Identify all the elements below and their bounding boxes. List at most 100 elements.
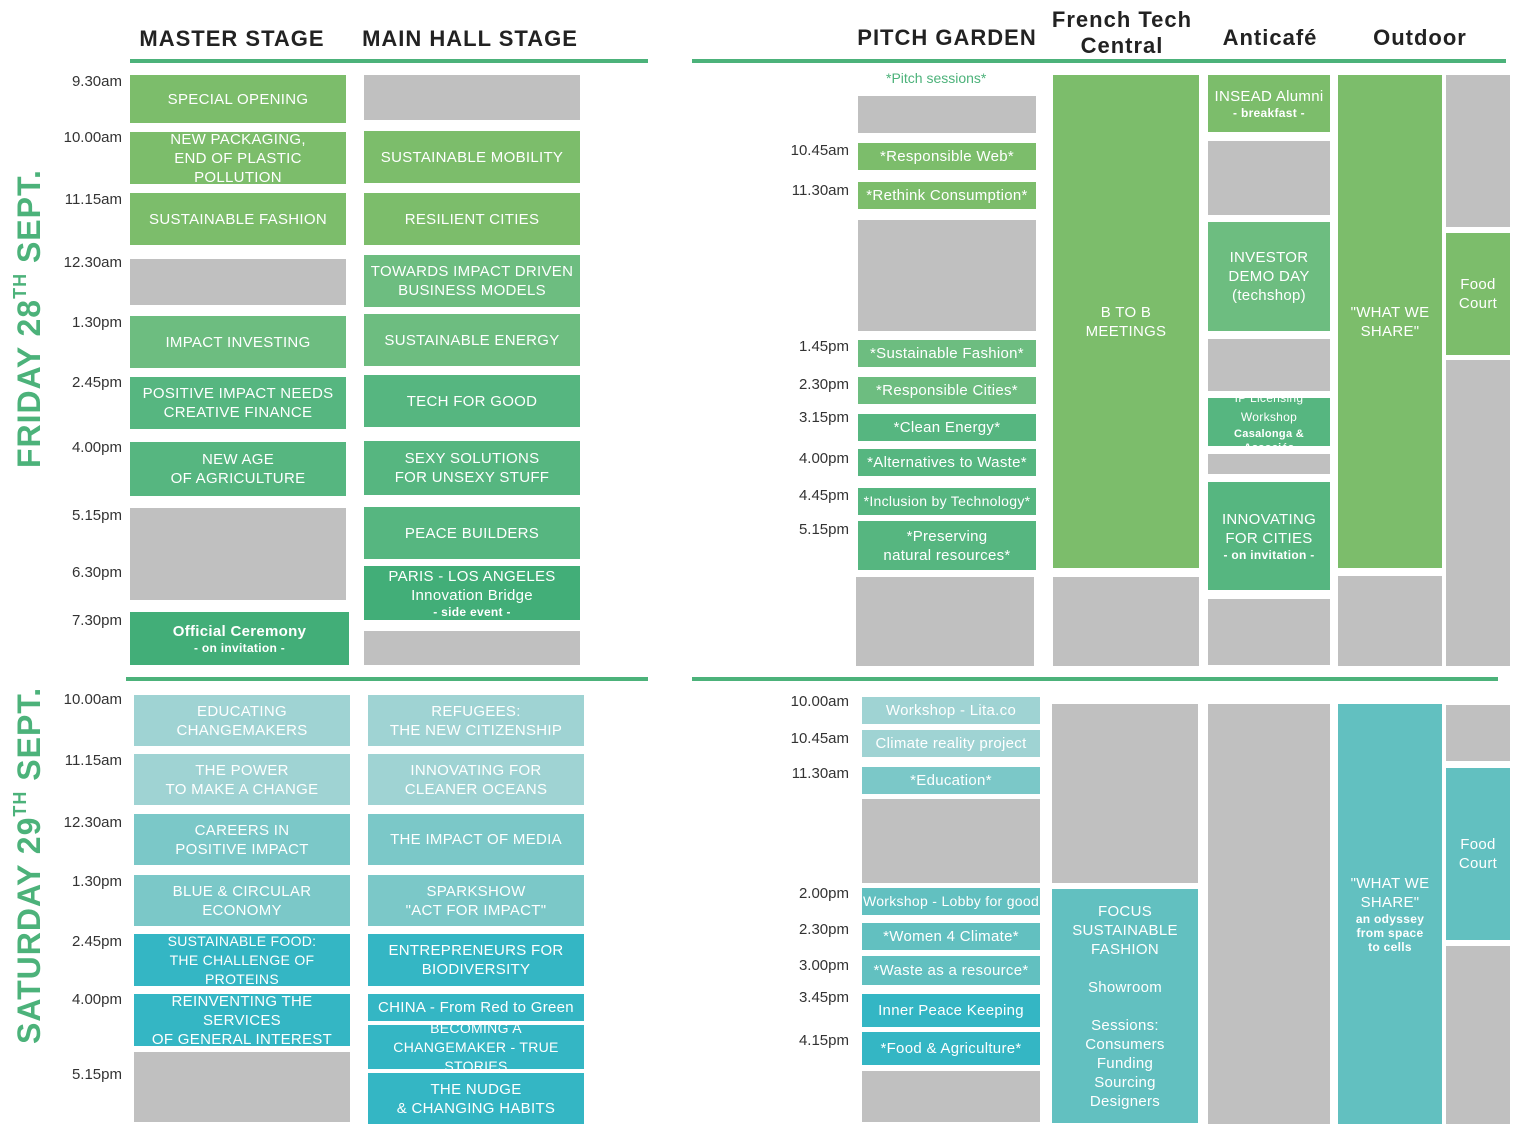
session-block[interactable]: NEW AGE OF AGRICULTURE [130, 442, 346, 496]
french-tech-block[interactable]: B TO B MEETINGS [1053, 75, 1199, 568]
session-block[interactable]: EDUCATING CHANGEMAKERS [134, 695, 350, 746]
empty-slot[interactable] [862, 799, 1040, 883]
pitch-session[interactable]: *Women 4 Climate* [862, 923, 1040, 950]
french-tech-block[interactable]: FOCUS SUSTAINABLE FASHION Showroom Sessi… [1052, 889, 1198, 1123]
time-label: 2.45pm [71, 374, 122, 391]
session-block[interactable]: CAREERS IN POSITIVE IMPACT [134, 814, 350, 865]
time-label: 11.30am [791, 765, 849, 782]
pitch-session[interactable]: *Food & Agriculture* [862, 1032, 1040, 1065]
time-label: 6.30pm [71, 564, 122, 581]
session-block[interactable]: NEW PACKAGING, END OF PLASTIC POLLUTION [130, 132, 346, 184]
pitch-session[interactable]: *Preserving natural resources* [858, 521, 1036, 570]
time-label: 4.45pm [798, 487, 849, 504]
empty-slot[interactable] [1338, 576, 1442, 666]
pitch-session[interactable]: *Education* [862, 767, 1040, 794]
session-block[interactable]: POSITIVE IMPACT NEEDS CREATIVE FINANCE [130, 377, 346, 429]
session-block[interactable]: TECH FOR GOOD [364, 375, 580, 427]
pitch-session[interactable]: *Responsible Web* [858, 143, 1036, 170]
pitch-session[interactable]: *Clean Energy* [858, 414, 1036, 441]
time-label: 1.30pm [71, 314, 122, 331]
food-court-block[interactable]: Food Court [1446, 768, 1510, 940]
session-block[interactable]: SPECIAL OPENING [130, 75, 346, 123]
session-block[interactable]: SUSTAINABLE FASHION [130, 193, 346, 245]
session-block[interactable]: SUSTAINABLE MOBILITY [364, 131, 580, 183]
session-title: INVESTOR DEMO DAY (techshop) [1228, 249, 1310, 304]
header-main-hall-stage: MAIN HALL STAGE [362, 26, 578, 51]
pitch-session[interactable]: *Sustainable Fashion* [858, 340, 1036, 367]
empty-slot[interactable] [858, 96, 1036, 133]
session-block[interactable]: IMPACT INVESTING [130, 316, 346, 368]
pitch-session[interactable]: *Responsible Cities* [858, 377, 1036, 404]
empty-slot[interactable] [130, 259, 346, 305]
anticafe-block[interactable]: INVESTOR DEMO DAY (techshop) [1208, 222, 1330, 331]
pitch-session[interactable]: *Waste as a resource* [862, 956, 1040, 985]
pitch-session[interactable]: Workshop - Lita.co [862, 697, 1040, 724]
session-block[interactable]: PEACE BUILDERS [364, 507, 580, 559]
empty-slot[interactable] [1446, 75, 1510, 227]
outdoor-block[interactable]: "WHAT WE SHARE" [1338, 75, 1442, 568]
session-block[interactable]: SPARKSHOW "ACT FOR IMPACT" [368, 875, 584, 926]
session-block[interactable]: Official Ceremony- on invitation - [130, 612, 349, 665]
session-block[interactable]: THE IMPACT OF MEDIA [368, 814, 584, 865]
session-block[interactable]: THE POWER TO MAKE A CHANGE [134, 754, 350, 805]
empty-slot[interactable] [364, 631, 580, 665]
empty-slot[interactable] [1446, 946, 1510, 1124]
pitch-session[interactable]: Inner Peace Keeping [862, 994, 1040, 1027]
time-label: 9.30am [71, 73, 122, 90]
pitch-session[interactable]: Climate reality project [862, 730, 1040, 757]
session-block[interactable]: REINVENTING THE SERVICES OF GENERAL INTE… [134, 994, 350, 1046]
session-block[interactable]: TOWARDS IMPACT DRIVEN BUSINESS MODELS [364, 255, 580, 307]
session-title: THE NUDGE & CHANGING HABITS [396, 1080, 556, 1117]
empty-slot[interactable] [1446, 705, 1510, 761]
session-block[interactable]: BECOMING A CHANGEMAKER - True stories [368, 1025, 584, 1069]
session-title: NEW AGE OF AGRICULTURE [170, 451, 306, 487]
outdoor-block[interactable]: "WHAT WE SHARE"an odyssey from space to … [1338, 704, 1442, 1124]
session-subtitle: an odyssey from space to cells [1355, 912, 1425, 954]
pitch-session[interactable]: *Inclusion by Technology* [858, 488, 1036, 515]
empty-slot[interactable] [1208, 141, 1330, 215]
session-title: IMPACT INVESTING [165, 333, 311, 351]
session-block[interactable]: INNOVATING FOR CLEANER OCEANS [368, 754, 584, 805]
empty-slot[interactable] [1052, 704, 1198, 883]
pitch-session[interactable]: *Alternatives to Waste* [858, 449, 1036, 476]
empty-slot[interactable] [1208, 454, 1330, 474]
session-block[interactable]: CHINA - From Red to Green [368, 994, 584, 1021]
session-block[interactable]: RESILIENT CITIES [364, 193, 580, 245]
anticafe-block[interactable]: INNOVATING FOR CITIES- on invitation - [1208, 482, 1330, 590]
session-block[interactable]: THE NUDGE & CHANGING HABITS [368, 1073, 584, 1124]
empty-slot[interactable] [862, 1071, 1040, 1122]
session-subtitle: - on invitation - [193, 641, 286, 655]
empty-slot[interactable] [364, 75, 580, 120]
session-block[interactable]: REFUGEES: THE NEW CITIZENSHIP [368, 695, 584, 746]
empty-slot[interactable] [1208, 599, 1330, 665]
empty-slot[interactable] [1446, 360, 1510, 666]
empty-slot[interactable] [130, 508, 346, 600]
session-block[interactable]: SEXY SOLUTIONS FOR UNSEXY STUFF [364, 441, 580, 495]
session-title: *Food & Agriculture* [880, 1040, 1022, 1057]
session-title: FOCUS SUSTAINABLE FASHION Showroom Sessi… [1072, 902, 1178, 1110]
session-title: INSEAD Alumni [1214, 88, 1324, 105]
session-title: B TO B MEETINGS [1085, 303, 1167, 340]
session-block[interactable]: ENTREPRENEURS FOR BIODIVERSITY [368, 934, 584, 986]
session-block[interactable]: SUSTAINABLE ENERGY [364, 314, 580, 366]
session-title: REINVENTING THE SERVICES OF GENERAL INTE… [151, 994, 333, 1046]
empty-slot[interactable] [858, 220, 1036, 331]
empty-slot[interactable] [1208, 704, 1330, 1124]
session-title: POSITIVE IMPACT NEEDS CREATIVE FINANCE [142, 385, 334, 421]
session-title: CHINA - From Red to Green [378, 999, 574, 1016]
pitch-session[interactable]: *Rethink Consumption* [858, 182, 1036, 209]
session-block[interactable]: BLUE & CIRCULAR ECONOMY [134, 875, 350, 926]
pitch-session[interactable]: Workshop - Lobby for good [862, 888, 1040, 915]
session-title: *Waste as a resource* [873, 962, 1029, 979]
empty-slot[interactable] [1208, 339, 1330, 391]
empty-slot[interactable] [856, 577, 1034, 666]
session-block[interactable]: SUSTAINABLE FOOD: THE CHALLENGE OF PROTE… [134, 934, 350, 986]
time-label: 4.00pm [71, 439, 122, 456]
food-court-block[interactable]: Food Court [1446, 233, 1510, 355]
session-title: *Responsible Cities* [876, 382, 1018, 399]
empty-slot[interactable] [1053, 577, 1199, 666]
anticafe-block[interactable]: INSEAD Alumni- breakfast - [1208, 75, 1330, 132]
empty-slot[interactable] [134, 1052, 350, 1122]
